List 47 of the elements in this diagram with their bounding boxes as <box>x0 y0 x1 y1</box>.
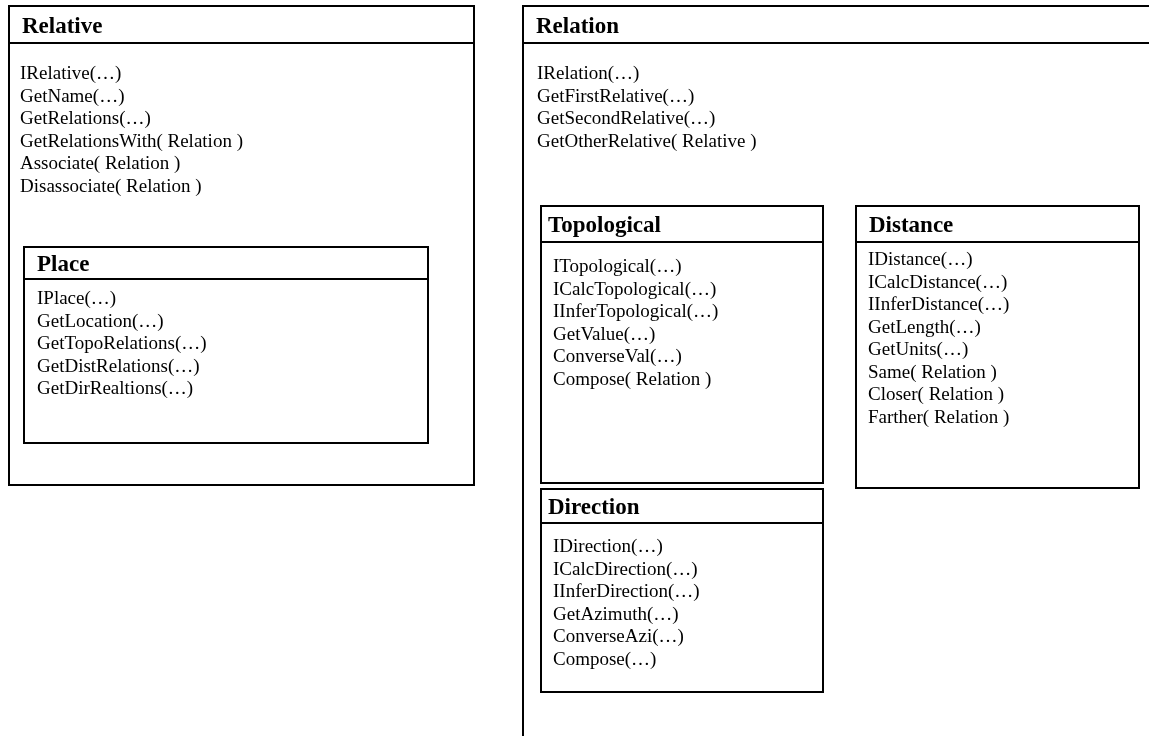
method-signature: ConverseVal(…) <box>553 345 683 368</box>
method-signature: GetFirstRelative(…) <box>537 84 696 107</box>
method-signature: GetDistRelations(…) <box>37 354 201 377</box>
method-signature: GetAzimuth(…) <box>553 602 680 625</box>
method-signature: Disassociate( Relation ) <box>20 174 203 197</box>
class-box <box>23 246 429 444</box>
class-name: Direction <box>548 494 640 519</box>
method-signature: ICalcTopological(…) <box>553 277 718 300</box>
method-signature: GetDirRealtions(…) <box>37 377 195 400</box>
method-signature: ITopological(…) <box>553 255 683 278</box>
method-signature: IPlace(…) <box>37 287 118 310</box>
method-signature: Compose(…) <box>553 647 658 670</box>
method-signature: GetLength(…) <box>868 315 982 338</box>
class-box <box>540 205 824 484</box>
class-name: Place <box>37 251 90 276</box>
class-box <box>540 488 824 693</box>
method-signature: IDistance(…) <box>868 248 974 271</box>
method-signature: IInferTopological(…) <box>553 300 719 323</box>
class-box <box>522 5 1149 736</box>
method-signature: Compose( Relation ) <box>553 367 713 390</box>
class-name: Relation <box>536 13 620 38</box>
class-box <box>855 205 1140 489</box>
class-name: Distance <box>869 212 954 237</box>
method-signature: Farther( Relation ) <box>868 405 1010 428</box>
class-box <box>8 5 475 486</box>
method-signature: IRelative(…) <box>20 62 123 85</box>
method-signature: GetRelationsWith( Relation ) <box>20 129 243 152</box>
method-signature: GetOtherRelative( Relative ) <box>537 129 757 152</box>
method-signature: GetSecondRelative(…) <box>537 107 717 130</box>
method-signature: Same( Relation ) <box>868 360 998 383</box>
method-signature: IInferDirection(…) <box>553 580 700 603</box>
method-signature: IInferDistance(…) <box>868 293 1010 316</box>
method-signature: GetName(…) <box>20 84 126 107</box>
method-signature: Associate( Relation ) <box>20 152 182 175</box>
method-signature: Closer( Relation ) <box>868 383 1006 406</box>
method-signature: IDirection(…) <box>553 535 664 558</box>
method-signature: ICalcDistance(…) <box>868 270 1009 293</box>
class-name: Topological <box>548 212 661 237</box>
method-signature: IRelation(…) <box>537 62 641 85</box>
method-signature: GetValue(…) <box>553 322 657 345</box>
method-signature: GetUnits(…) <box>868 338 970 361</box>
method-signature: GetRelations(…) <box>20 107 152 130</box>
class-name: Relative <box>22 13 103 38</box>
method-signature: ICalcDirection(…) <box>553 557 699 580</box>
method-signature: ConverseAzi(…) <box>553 625 685 648</box>
method-signature: GetLocation(…) <box>37 309 165 332</box>
method-signature: GetTopoRelations(…) <box>37 332 207 355</box>
